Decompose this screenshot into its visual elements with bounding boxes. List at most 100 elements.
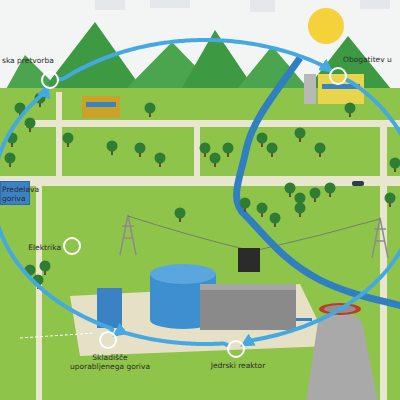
cycle-arrow [0,193,112,331]
tree-crown [385,193,396,204]
tree-crown [200,143,211,154]
node-label: Jedrski reaktor [198,361,278,370]
pipe [296,318,312,321]
tree-crown [135,143,146,154]
tree-crown [25,118,36,129]
tree-crown [145,103,156,114]
cycle-arrow [245,80,400,344]
tree [310,188,321,203]
conversion-plant [82,96,120,118]
power-pylon [372,218,388,258]
turbine-hall [200,288,296,330]
reactor-platform [70,284,330,356]
tree [210,153,221,168]
tree [390,158,400,173]
station-marker: ska pretvorba [41,71,59,89]
plant-tower [304,74,316,104]
tree-crown [40,261,51,272]
tree-crown [390,158,400,169]
car [352,181,364,186]
tree [40,261,51,276]
tree-crown [240,198,251,209]
tree-crown [310,188,321,199]
cloud [250,0,275,12]
tree [257,203,268,218]
tree [385,193,396,208]
containment-top [150,264,216,284]
facility-box: Predelava goriva [0,181,30,205]
tree-crown [210,153,221,164]
cooling-tower [306,311,378,400]
tree [315,143,326,158]
tree-crown [5,153,16,164]
transformer [238,248,260,272]
dashed-path [20,333,95,338]
tree-crown [295,193,306,204]
sun [308,8,344,44]
node-label: Predelava goriva [2,185,44,203]
road [56,92,62,178]
tree-group [5,93,400,290]
station-marker: Skladišče uporabljenega goriva [99,331,117,349]
node-label: Elektrika [15,243,61,252]
tree [295,203,306,218]
cloud [360,0,390,9]
cloud [150,0,190,8]
tree [345,103,356,118]
cycle-arrow [117,331,227,344]
tree-crown [315,143,326,154]
sky [0,0,400,100]
tree [25,118,36,133]
node-label: ska pretvorba [2,56,62,65]
tree [285,183,296,198]
tree [63,133,74,148]
road [25,120,400,127]
cycle-arrow [0,89,47,193]
tree-crown [257,203,268,214]
tree-crown [325,183,336,194]
tree [175,208,186,223]
tree [155,153,166,168]
tree-crown [285,183,296,194]
tree-crown [295,203,306,214]
turbine-roof [200,284,296,290]
tree-crown [295,128,306,139]
tree-crown [257,133,268,144]
tree [223,143,234,158]
tree [257,133,268,148]
tree [107,141,118,156]
tree [270,213,281,228]
tree-crown [223,143,234,154]
tree [325,183,336,198]
plant-stripe [86,102,116,107]
reactor-annex [97,288,122,328]
power-pylon [120,215,136,255]
tree-crown [155,153,166,164]
road [380,126,387,400]
tree-crown [175,208,186,219]
tree [267,143,278,158]
tree-crown [270,213,281,224]
tree-crown [63,133,74,144]
tree [145,103,156,118]
enrichment-plant [318,74,364,104]
node-label: Skladišče uporabljenega goriva [65,353,155,371]
station-marker: Jedrski reaktor [227,340,245,358]
tree [135,143,146,158]
node-label: Obogatitev u [343,55,400,64]
tree-crown [267,143,278,154]
cycle-arrow [59,40,329,79]
road [36,186,42,400]
station-marker: Elektrika [63,237,81,255]
cloud [95,0,125,10]
tree [5,153,16,168]
tree-crown [345,103,356,114]
tree [200,143,211,158]
tree [240,198,251,213]
road [194,126,200,178]
tree [295,128,306,143]
station-marker: Obogatitev u [329,67,347,85]
